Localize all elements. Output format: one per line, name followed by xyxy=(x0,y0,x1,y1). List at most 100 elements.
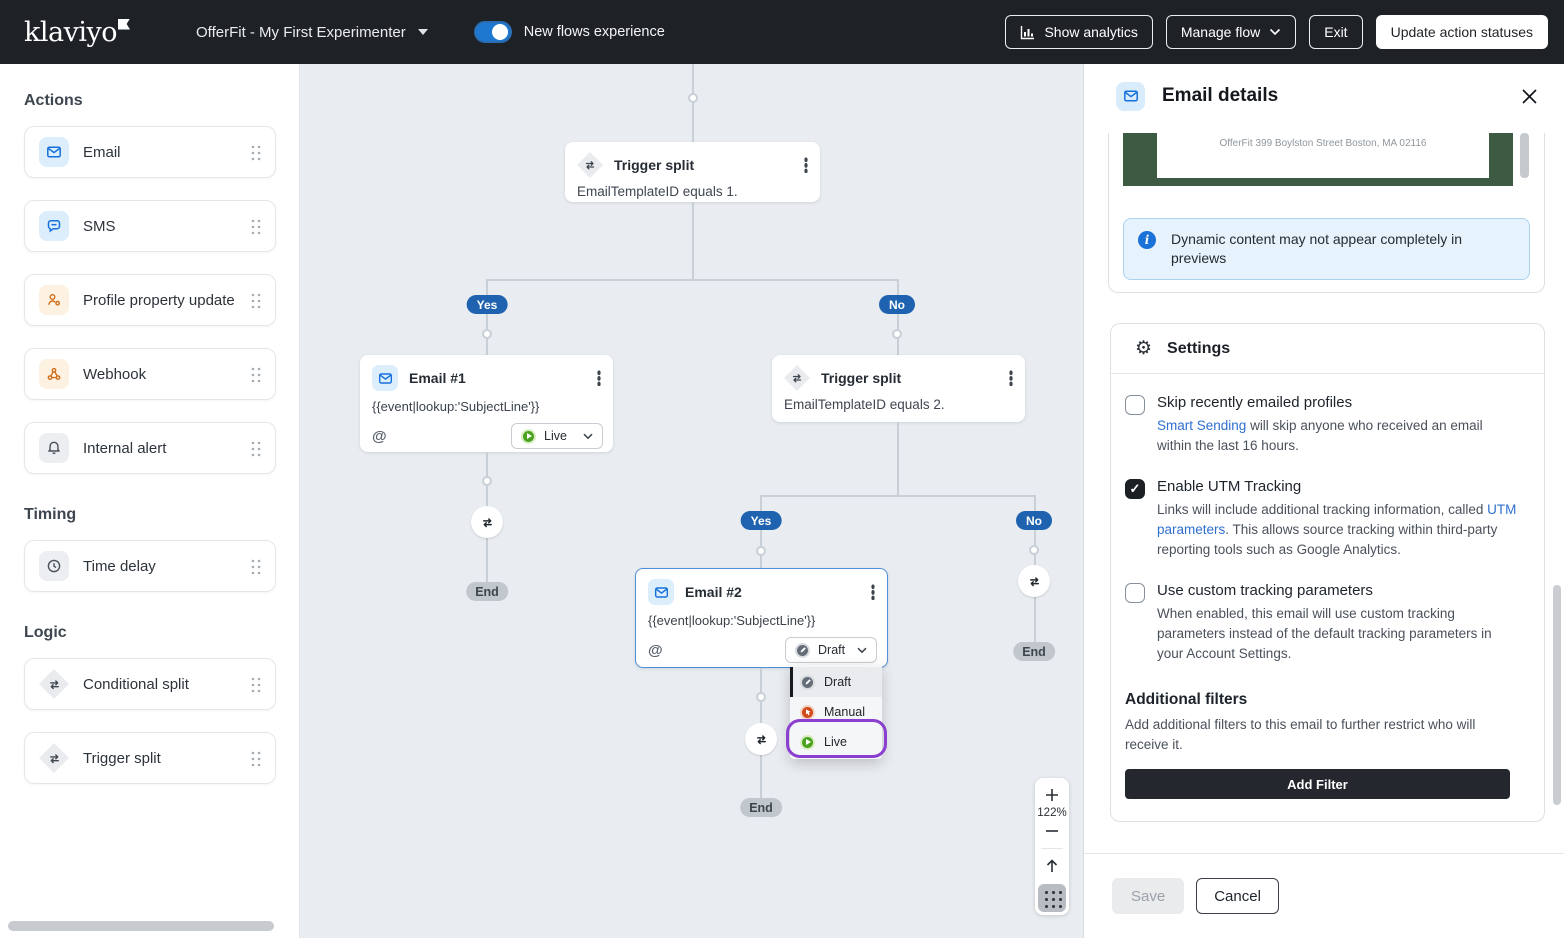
connector-dot[interactable] xyxy=(688,93,698,103)
trigger-split-icon[interactable] xyxy=(745,723,777,755)
webhook-icon xyxy=(39,359,69,389)
flow-name-label: OfferFit - My First Experimenter xyxy=(196,23,406,41)
connector-dot[interactable] xyxy=(482,476,492,486)
vertical-scrollbar[interactable] xyxy=(1553,585,1561,805)
menu-item-draft[interactable]: Draft xyxy=(790,667,882,697)
exit-button[interactable]: Exit xyxy=(1309,15,1363,49)
close-icon[interactable] xyxy=(1521,88,1538,105)
horizontal-scrollbar[interactable] xyxy=(8,921,274,931)
sidebar-item-profile-property-update[interactable]: Profile property update xyxy=(24,274,276,326)
email-icon xyxy=(648,579,674,605)
sidebar-item-webhook[interactable]: Webhook xyxy=(24,348,276,400)
connector-dot[interactable] xyxy=(756,546,766,556)
checkbox-skip-recently-emailed[interactable] xyxy=(1125,395,1145,415)
zoom-out-button[interactable] xyxy=(1040,820,1064,842)
panel-scroll-area[interactable]: OfferFit 399 Boylston Street Boston, MA … xyxy=(1084,128,1564,853)
actions-sidebar: Actions Email SMS Profile property updat… xyxy=(0,64,300,938)
menu-item-manual[interactable]: Manual xyxy=(790,697,882,727)
additional-filters-section: Additional filters Add additional filter… xyxy=(1125,691,1510,799)
drag-handle-icon[interactable] xyxy=(250,365,261,383)
sms-icon xyxy=(39,211,69,241)
sidebar-item-time-delay[interactable]: Time delay xyxy=(24,540,276,592)
status-dropdown-email-2[interactable]: Draft xyxy=(785,637,877,663)
show-analytics-label: Show analytics xyxy=(1044,24,1138,40)
grid-icon xyxy=(1042,888,1062,908)
toggle-label: New flows experience xyxy=(523,24,665,40)
kebab-menu-icon[interactable] xyxy=(1009,370,1013,386)
klaviyo-logo[interactable]: klaviyo xyxy=(24,17,130,48)
chevron-down-icon xyxy=(1269,28,1281,36)
exit-label: Exit xyxy=(1324,24,1348,40)
canvas-zoom-toolbar: 122% xyxy=(1035,778,1069,915)
setting-description: Smart Sending will skip anyone who recei… xyxy=(1157,416,1520,456)
node-trigger-split-1[interactable]: Trigger split EmailTemplateID equals 1. xyxy=(565,142,820,202)
connector-line xyxy=(897,279,899,355)
smart-sending-link[interactable]: Smart Sending xyxy=(1157,418,1247,433)
sidebar-item-label: Internal alert xyxy=(83,439,167,457)
cancel-button[interactable]: Cancel xyxy=(1196,878,1279,914)
checkbox-custom-tracking-parameters[interactable] xyxy=(1125,583,1145,603)
info-alert-text: Dynamic content may not appear completel… xyxy=(1171,231,1463,266)
drag-handle-icon[interactable] xyxy=(250,143,261,161)
drag-handle-icon[interactable] xyxy=(250,439,261,457)
node-email-2[interactable]: Email #2 {{event|lookup:'SubjectLine'}} … xyxy=(635,568,888,668)
desc-post: . This allows source tracking within thi… xyxy=(1157,522,1498,557)
toggle-knob xyxy=(491,24,508,40)
kebab-menu-icon[interactable] xyxy=(804,157,808,173)
info-icon: i xyxy=(1138,231,1156,249)
checkbox-enable-utm-tracking[interactable] xyxy=(1125,479,1145,499)
zoom-level: 122% xyxy=(1037,807,1067,819)
node-title: Email #1 xyxy=(409,370,466,386)
new-flows-toggle-group: New flows experience xyxy=(473,21,665,43)
settings-card: ⚙ Settings Skip recently emailed profile… xyxy=(1110,323,1545,822)
show-analytics-button[interactable]: Show analytics xyxy=(1005,15,1153,49)
menu-item-live[interactable]: Live xyxy=(790,727,882,757)
update-action-statuses-button[interactable]: Update action statuses xyxy=(1375,15,1548,49)
node-trigger-split-2[interactable]: Trigger split EmailTemplateID equals 2. xyxy=(772,355,1025,422)
preview-scrollbar[interactable] xyxy=(1520,133,1529,178)
trigger-split-icon[interactable] xyxy=(471,506,503,538)
email-preview: OfferFit 399 Boylston Street Boston, MA … xyxy=(1123,133,1513,186)
email-icon xyxy=(1116,81,1145,111)
sidebar-item-email[interactable]: Email xyxy=(24,126,276,178)
mention-icon: @ xyxy=(648,641,663,659)
kebab-menu-icon[interactable] xyxy=(871,584,875,600)
node-title: Trigger split xyxy=(614,157,695,173)
setting-description: Links will include additional tracking i… xyxy=(1157,500,1520,560)
sidebar-item-conditional-split[interactable]: Conditional split xyxy=(24,658,276,710)
sidebar-item-trigger-split[interactable]: Trigger split xyxy=(24,732,276,784)
flow-canvas[interactable]: Trigger split EmailTemplateID equals 1. … xyxy=(300,64,1083,938)
utm-parameters-link[interactable]: UTM parameters xyxy=(1157,502,1517,537)
connector-dot[interactable] xyxy=(756,692,766,702)
flow-name-dropdown[interactable]: OfferFit - My First Experimenter xyxy=(196,24,428,41)
connector-dot[interactable] xyxy=(1029,545,1039,555)
drag-handle-icon[interactable] xyxy=(250,749,261,767)
scroll-to-top-button[interactable] xyxy=(1040,855,1064,877)
connector-dot[interactable] xyxy=(482,329,492,339)
trigger-split-icon[interactable] xyxy=(1018,565,1050,597)
node-email-1[interactable]: Email #1 {{event|lookup:'SubjectLine'}} … xyxy=(360,355,613,452)
sidebar-item-internal-alert[interactable]: Internal alert xyxy=(24,422,276,474)
minimap-grid-button[interactable] xyxy=(1038,884,1066,912)
add-filter-button[interactable]: Add Filter xyxy=(1125,769,1510,799)
kebab-menu-icon[interactable] xyxy=(597,370,601,386)
drag-handle-icon[interactable] xyxy=(250,217,261,235)
info-alert: i Dynamic content may not appear complet… xyxy=(1123,218,1530,280)
bell-icon xyxy=(39,433,69,463)
connector-dot[interactable] xyxy=(892,329,902,339)
connector-line xyxy=(486,279,488,355)
connector-line xyxy=(897,422,899,497)
save-button[interactable]: Save xyxy=(1112,878,1185,914)
zoom-in-button[interactable] xyxy=(1040,784,1064,806)
new-flows-toggle[interactable] xyxy=(473,21,512,43)
drag-handle-icon[interactable] xyxy=(250,291,261,309)
drag-handle-icon[interactable] xyxy=(250,557,261,575)
sidebar-item-sms[interactable]: SMS xyxy=(24,200,276,252)
manage-flow-button[interactable]: Manage flow xyxy=(1165,15,1297,49)
drag-handle-icon[interactable] xyxy=(250,675,261,693)
email-preview-address: OfferFit 399 Boylston Street Boston, MA … xyxy=(1219,138,1427,149)
status-dropdown-email-1[interactable]: Live xyxy=(511,423,603,449)
profile-icon xyxy=(39,285,69,315)
menu-item-label: Live xyxy=(824,735,847,749)
end-pill: End xyxy=(740,798,782,817)
